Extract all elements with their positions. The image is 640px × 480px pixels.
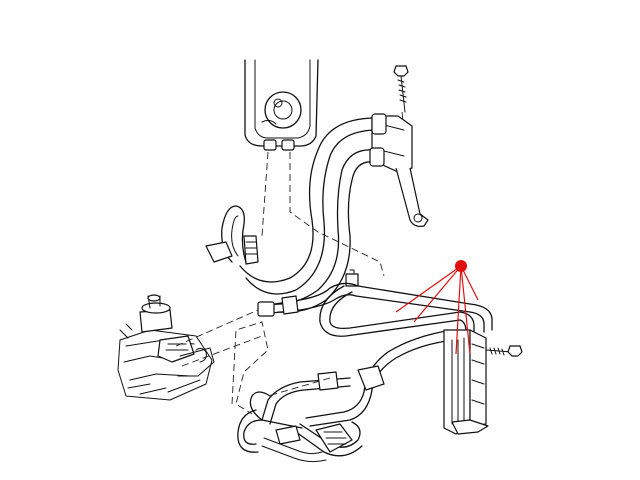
upper-hoses — [239, 113, 387, 313]
callout-marker[interactable] — [395, 260, 479, 355]
cooler-hose-middle — [257, 282, 471, 337]
callout-leader-4 — [460, 265, 479, 301]
cooler-mounting-bolt — [485, 345, 523, 357]
callout-leader-5 — [460, 265, 471, 355]
callout-leader-3 — [455, 265, 462, 355]
pump-bracket — [244, 59, 319, 151]
alignment-line-6 — [181, 335, 263, 367]
callout-leader-2 — [413, 265, 462, 323]
lower-cooler-hoses — [237, 365, 385, 463]
steering-gear — [117, 294, 215, 401]
alignment-line-2 — [289, 152, 385, 277]
callout-leader-1 — [395, 265, 462, 313]
fluid-cooler — [443, 329, 489, 435]
return-hose-hook-fitting — [205, 205, 259, 265]
mounting-bolt-top — [393, 65, 409, 149]
alignment-line-1 — [261, 151, 269, 237]
callout-dot[interactable] — [455, 260, 467, 272]
alignment-line-5 — [175, 309, 259, 347]
